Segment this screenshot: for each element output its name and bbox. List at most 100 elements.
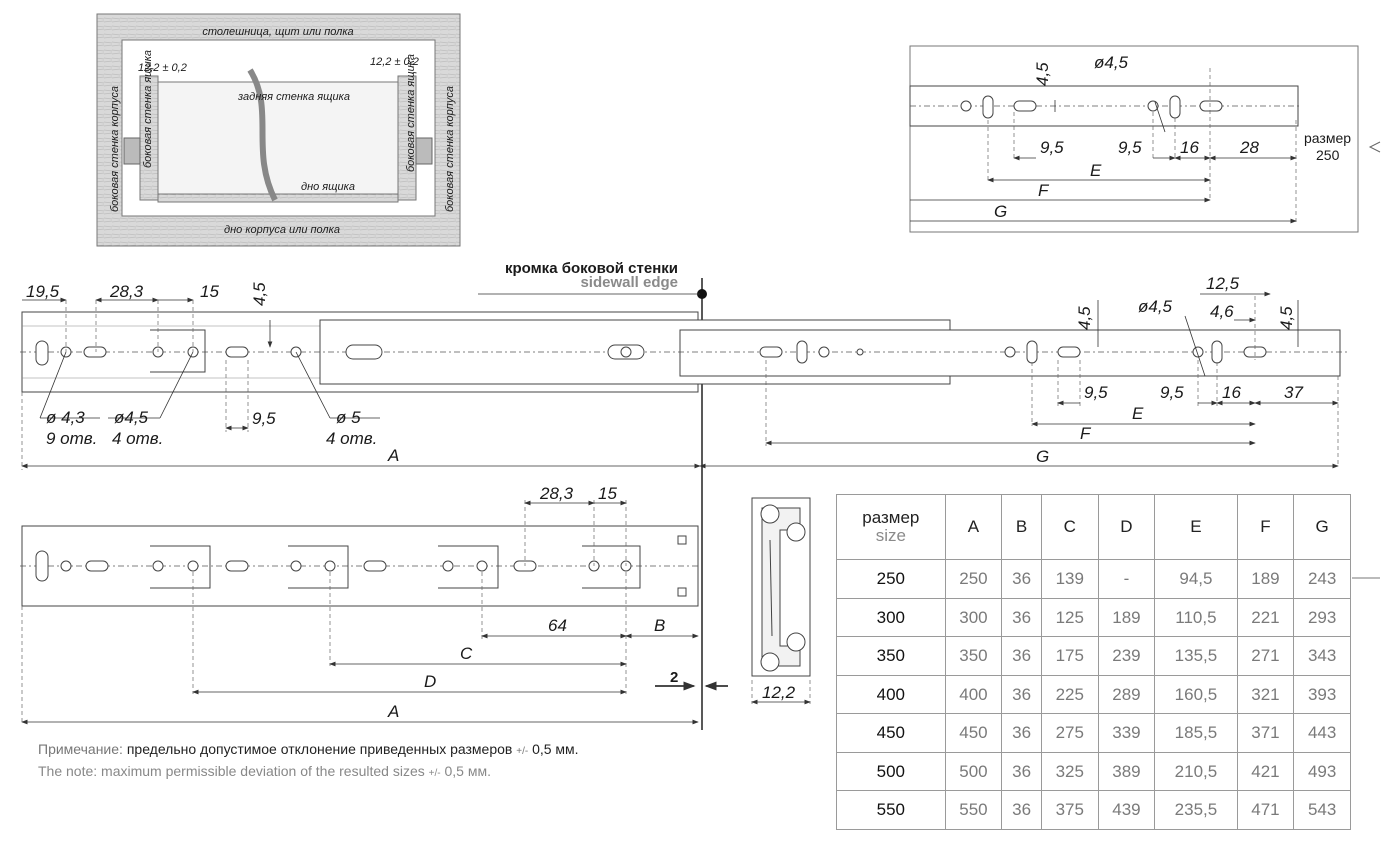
hole-count-9: 9 отв. — [46, 429, 97, 448]
inset-line-e: E — [1090, 161, 1102, 180]
note-ru-tol: +/- — [516, 746, 529, 757]
table-cell: 125 — [1040, 597, 1099, 638]
inset-dim-2: 9,5 — [1118, 138, 1142, 157]
ext-dim-4-6: 4,6 — [1210, 302, 1234, 321]
note-en-tol: +/- — [428, 768, 441, 779]
table-cell: 493 — [1293, 751, 1351, 792]
table-cell: 175 — [1040, 636, 1099, 676]
table-cell: 189 — [1097, 597, 1156, 638]
profile-width-label: 12,2 — [762, 683, 796, 702]
side-cabinet-label-left: боковая стенка корпуса — [109, 86, 121, 212]
ext-line-f: F — [1080, 424, 1092, 443]
table-cell: 189 — [1236, 559, 1295, 599]
inset-dim-1: 9,5 — [1040, 138, 1064, 157]
ext-dim-12-5: 12,5 — [1206, 274, 1240, 293]
extension-dims: 12,5 4,6 4,5 4,5 ø4,5 9,5 9,5 16 37 E F … — [699, 274, 1339, 469]
rail-dim-28-3: 28,3 — [109, 282, 144, 301]
table-cell: 450 — [944, 713, 1003, 753]
table-cell: 36 — [1001, 751, 1042, 792]
table-cell-size: 250 — [836, 559, 946, 599]
inset-size-value: 250 — [1316, 147, 1340, 163]
table-cell: 139 — [1040, 559, 1099, 599]
rail-dim-9-5: 9,5 — [252, 409, 276, 428]
ext-hole-label: ø4,5 — [1138, 297, 1173, 316]
cabinet-bottom-label: дно корпуса или полка — [224, 224, 340, 236]
ext-dim-9-5a: 9,5 — [1084, 383, 1108, 402]
side-cabinet-label-right: боковая стенка корпуса — [444, 86, 456, 212]
hole-d-5: ø 5 — [336, 408, 361, 427]
lower-hole-group-1 — [150, 545, 211, 589]
lower-dim-28-3: 28,3 — [539, 484, 574, 503]
sidewall-edge-en: sidewall edge — [580, 274, 678, 291]
table-cell: 550 — [944, 790, 1003, 830]
table-cell: 343 — [1293, 636, 1351, 676]
table-header-row: размер size A B C D E F G — [836, 493, 1351, 561]
table-cell: 36 — [1001, 713, 1042, 753]
inset-height-label: 4,5 — [1033, 62, 1052, 86]
table-cell: 293 — [1293, 597, 1351, 638]
main-rail: 19,5 28,3 15 4,5 ø 4,3 9 отв. ø4,5 4 отв… — [20, 282, 1350, 470]
note-en-text: maximum permissible deviation of the res… — [101, 763, 425, 779]
table-header-f: F — [1236, 493, 1295, 561]
table-cell: 339 — [1097, 713, 1156, 753]
table-cell: 289 — [1097, 674, 1156, 715]
table-header-g: G — [1293, 493, 1351, 561]
table-cell: 400 — [944, 674, 1003, 715]
table-cell-size: 550 — [836, 790, 946, 830]
table-cell: 235,5 — [1154, 790, 1238, 830]
table-cell: 160,5 — [1154, 674, 1238, 715]
table-cell: 250 — [944, 559, 1003, 599]
table-cell: 135,5 — [1154, 636, 1238, 676]
table-cell: 221 — [1236, 597, 1295, 638]
table-cell: 375 — [1040, 790, 1099, 830]
lower-dim-b: B — [654, 616, 665, 635]
table-cell-size: 400 — [836, 674, 946, 715]
table-cell-size: 500 — [836, 751, 946, 792]
table-header-size: размер size — [836, 493, 946, 561]
table-cell: 36 — [1001, 597, 1042, 638]
note-ru-val: 0,5 мм. — [532, 741, 579, 757]
table-cell: 36 — [1001, 636, 1042, 676]
table-cell-size: 300 — [836, 597, 946, 638]
rail-dim-4-5: 4,5 — [250, 282, 269, 306]
hole-d-4-5: ø4,5 — [114, 408, 149, 427]
lower-hole-group-2 — [288, 545, 349, 589]
ext-line-e: E — [1132, 404, 1144, 423]
note-ru: Примечание: предельно допустимое отклоне… — [38, 741, 579, 757]
table-header-e: E — [1154, 493, 1238, 561]
ext-dim-9-5b: 9,5 — [1160, 383, 1184, 402]
table-cell: 443 — [1293, 713, 1351, 753]
hole-count-4a: 4 отв. — [112, 429, 163, 448]
gap-2-label: 2 — [670, 669, 678, 686]
table-cell: 471 — [1236, 790, 1295, 830]
table-cell-size: 450 — [836, 713, 946, 753]
cabinet-section: столешница, щит или полка дно корпуса ил… — [96, 13, 461, 247]
note-en-label: The note: — [38, 763, 98, 779]
table-cell: 36 — [1001, 790, 1042, 830]
inset-dim-4: 28 — [1239, 138, 1259, 157]
table-cell-size: 350 — [836, 636, 946, 676]
gap-left-label: 12,2 ± 0,2 — [138, 62, 187, 74]
lower-hole-group-3 — [438, 545, 499, 589]
lower-dim-c: C — [460, 644, 473, 663]
table-cell: - — [1097, 559, 1156, 599]
note-en: The note: maximum permissible deviation … — [38, 763, 491, 779]
note-ru-label: Примечание: — [38, 741, 123, 757]
table-cell: 389 — [1097, 751, 1156, 792]
lower-rail: 28,3 15 64 B C D A 2 — [20, 484, 728, 725]
note-ru-text: предельно допустимое отклонение приведен… — [126, 741, 513, 757]
rail-length-a: A — [387, 446, 399, 465]
ext-dim-4-5b: 4,5 — [1277, 306, 1296, 330]
table-cell: 543 — [1293, 790, 1351, 830]
gap-right-label: 12,2 ± 0,2 — [370, 56, 419, 68]
inset-hole-label: ø4,5 — [1094, 53, 1129, 72]
table-header-size-ru: размер — [862, 508, 920, 528]
